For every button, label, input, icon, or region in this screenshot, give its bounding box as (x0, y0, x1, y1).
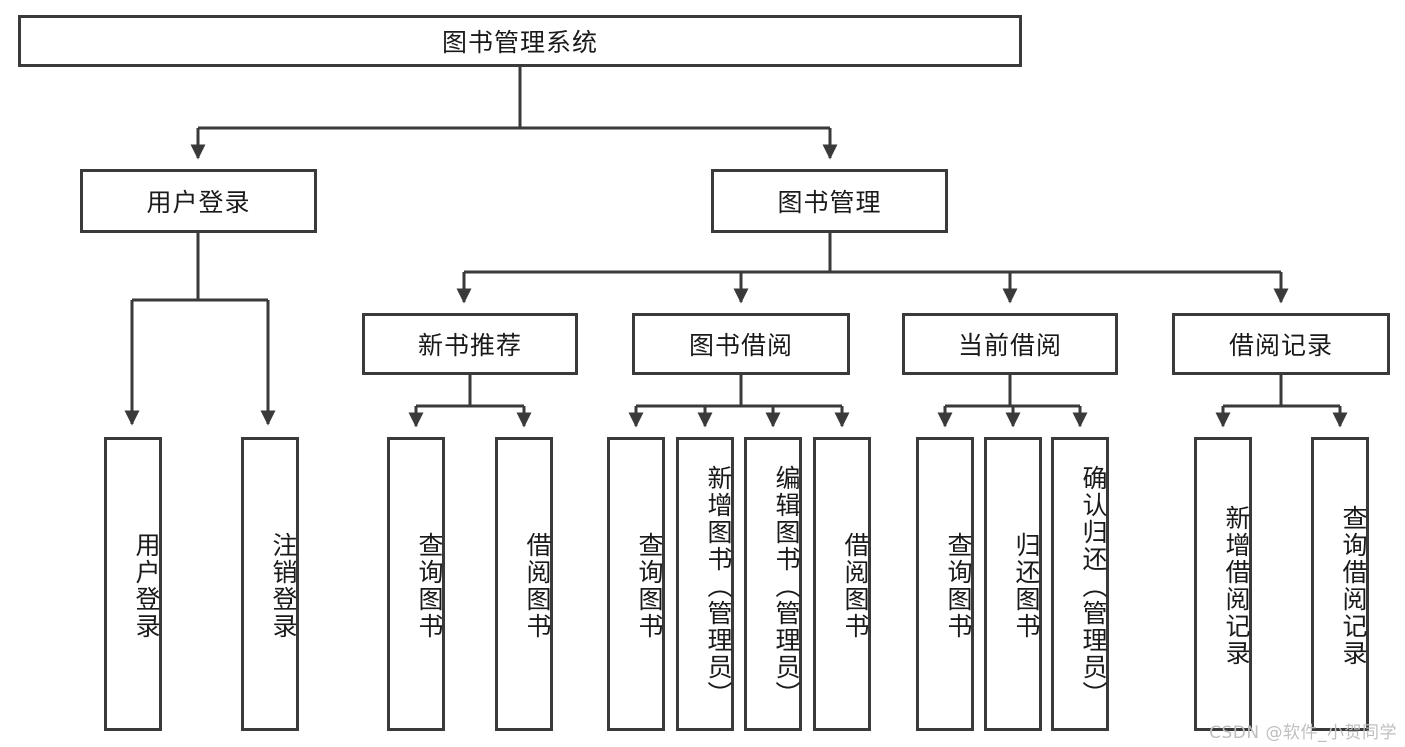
leaf-current-confirm-return[interactable]: 确认归还（管理员） (1051, 437, 1109, 731)
leaf-current-return-book[interactable]: 归还图书 (984, 437, 1042, 731)
node-book-management[interactable]: 图书管理 (711, 169, 948, 233)
node-root[interactable]: 图书管理系统 (18, 15, 1022, 67)
leaf-label: 查询借阅记录 (1339, 505, 1368, 667)
leaf-label: 借阅图书 (841, 532, 870, 640)
node-user-login[interactable]: 用户登录 (80, 169, 317, 233)
leaf-new-book-query[interactable]: 查询图书 (387, 437, 445, 731)
node-book-management-label: 图书管理 (777, 188, 882, 217)
leaf-label: 新增图书（管理员） (704, 464, 733, 708)
leaf-borrow-add-book[interactable]: 新增图书（管理员） (676, 437, 734, 731)
node-current-borrow-label: 当前借阅 (957, 331, 1062, 360)
leaf-label: 归还图书 (1012, 532, 1041, 640)
leaf-label: 用户登录 (132, 532, 161, 640)
leaf-label: 查询图书 (635, 532, 664, 640)
leaf-records-add[interactable]: 新增借阅记录 (1194, 437, 1252, 731)
leaf-label: 查询图书 (944, 532, 973, 640)
watermark: CSDN @软件_小贺同学 (1209, 723, 1397, 743)
node-book-borrow-label: 图书借阅 (688, 331, 793, 360)
node-new-book-recommend[interactable]: 新书推荐 (362, 313, 578, 375)
leaf-records-query[interactable]: 查询借阅记录 (1311, 437, 1369, 731)
node-book-borrow[interactable]: 图书借阅 (632, 313, 850, 375)
leaf-label: 编辑图书（管理员） (772, 464, 801, 708)
leaf-label: 借阅图书 (523, 532, 552, 640)
leaf-new-book-borrow[interactable]: 借阅图书 (495, 437, 553, 731)
node-current-borrow[interactable]: 当前借阅 (902, 313, 1118, 375)
leaf-borrow-edit-book[interactable]: 编辑图书（管理员） (744, 437, 802, 731)
node-borrow-records-label: 借阅记录 (1228, 331, 1333, 360)
leaf-label: 新增借阅记录 (1222, 505, 1251, 667)
node-borrow-records[interactable]: 借阅记录 (1172, 313, 1390, 375)
leaf-user-login-signin[interactable]: 用户登录 (104, 437, 162, 731)
leaf-current-query-book[interactable]: 查询图书 (916, 437, 974, 731)
leaf-user-login-signout[interactable]: 注销登录 (241, 437, 299, 731)
leaf-borrow-borrow-book[interactable]: 借阅图书 (813, 437, 871, 731)
leaf-label: 确认归还（管理员） (1079, 464, 1108, 708)
node-user-login-label: 用户登录 (146, 188, 251, 217)
leaf-label: 注销登录 (269, 532, 298, 640)
node-new-book-recommend-label: 新书推荐 (417, 331, 522, 360)
node-root-label: 图书管理系统 (441, 28, 598, 57)
leaf-borrow-query-book[interactable]: 查询图书 (607, 437, 665, 731)
leaf-label: 查询图书 (415, 532, 444, 640)
